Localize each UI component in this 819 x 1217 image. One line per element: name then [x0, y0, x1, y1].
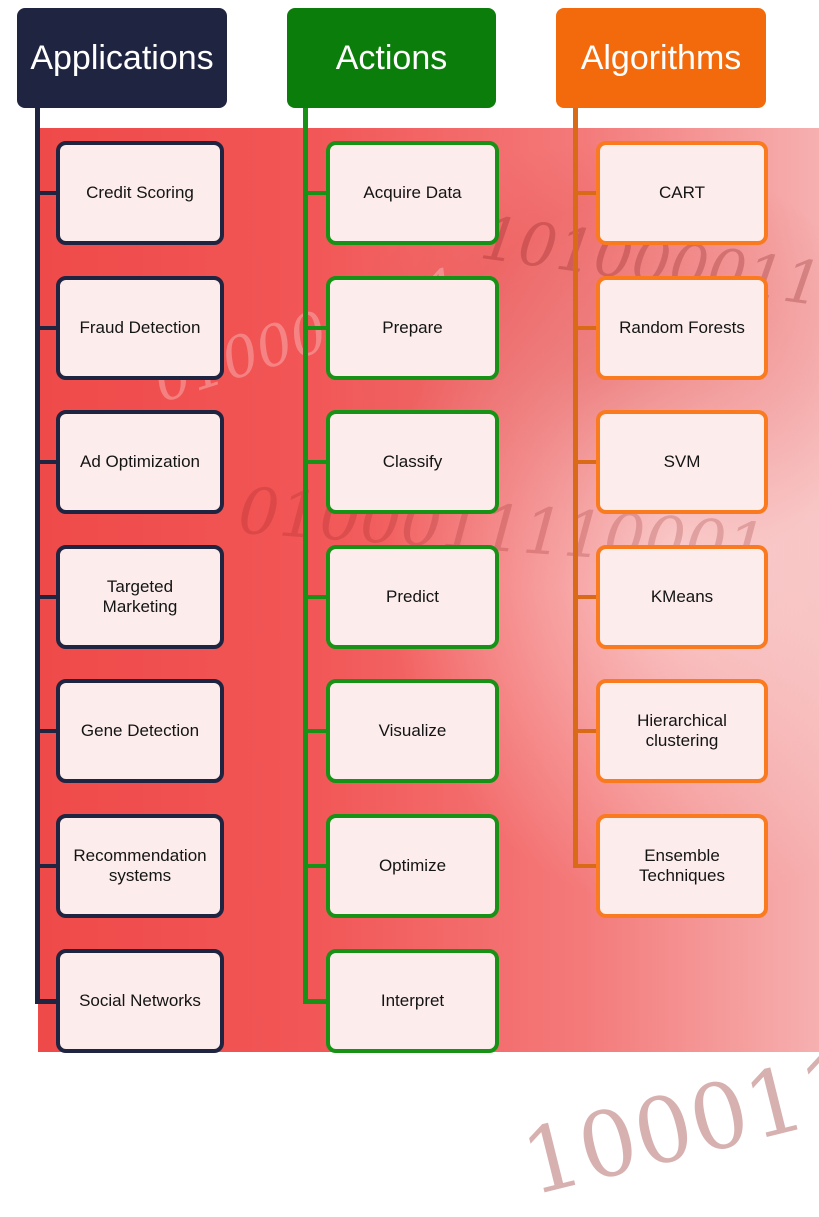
algorithms-node-label: SVM	[663, 452, 701, 471]
applications-branch-line	[38, 729, 58, 733]
algorithms-node-label: Random Forests	[619, 318, 745, 337]
algorithms-branch-line	[576, 460, 596, 464]
algorithms-header: Algorithms	[556, 8, 766, 108]
algorithms-node: KMeans	[596, 545, 768, 649]
actions-node-label: Interpret	[380, 991, 445, 1010]
applications-header: Applications	[17, 8, 227, 108]
actions-node: Classify	[326, 410, 499, 514]
algorithms-branch-line	[576, 864, 596, 868]
actions-branch-line	[306, 460, 326, 464]
algorithms-node-label: Ensemble Techniques	[638, 846, 725, 885]
applications-node-label: Ad Optimization	[80, 452, 200, 471]
actions-node: Optimize	[326, 814, 499, 918]
background-digits: 0001	[94, 1103, 280, 1205]
algorithms-connector-line	[573, 108, 578, 868]
algorithms-node-label: Hierarchical clustering	[637, 711, 727, 750]
algorithms-node-label: KMeans	[650, 587, 714, 606]
applications-node-label: Social Networks	[79, 991, 201, 1010]
applications-node: Credit Scoring	[56, 141, 224, 245]
actions-node: Acquire Data	[326, 141, 499, 245]
applications-branch-line	[38, 999, 58, 1003]
actions-node-label: Acquire Data	[363, 183, 462, 202]
actions-branch-line	[306, 326, 326, 330]
actions-branch-line	[306, 191, 326, 195]
actions-node: Visualize	[326, 679, 499, 783]
algorithms-node: Random Forests	[596, 276, 768, 380]
applications-node: Recommendation systems	[56, 814, 224, 918]
applications-branch-line	[38, 460, 58, 464]
actions-node-label: Predict	[386, 587, 439, 606]
actions-node: Predict	[326, 545, 499, 649]
algorithms-node: CART	[596, 141, 768, 245]
algorithms-node: Ensemble Techniques	[596, 814, 768, 918]
actions-node-label: Visualize	[378, 721, 447, 740]
applications-node-label: Credit Scoring	[86, 183, 194, 202]
applications-branch-line	[38, 191, 58, 195]
algorithms-node: SVM	[596, 410, 768, 514]
applications-node: Ad Optimization	[56, 410, 224, 514]
actions-node-label: Optimize	[378, 856, 447, 875]
applications-connector-line	[35, 108, 40, 1004]
algorithms-branch-line	[576, 729, 596, 733]
applications-node: Targeted Marketing	[56, 545, 224, 649]
actions-branch-line	[306, 729, 326, 733]
applications-node-label: Fraud Detection	[79, 318, 201, 337]
actions-node: Prepare	[326, 276, 499, 380]
actions-branch-line	[306, 864, 326, 868]
applications-node-label: Targeted Marketing	[102, 577, 178, 616]
algorithms-node: Hierarchical clustering	[596, 679, 768, 783]
actions-branch-line	[306, 999, 326, 1003]
algorithms-branch-line	[576, 595, 596, 599]
algorithms-branch-line	[576, 191, 596, 195]
actions-header: Actions	[287, 8, 496, 108]
algorithms-branch-line	[576, 326, 596, 330]
actions-connector-line	[303, 108, 308, 1004]
applications-node-label: Gene Detection	[80, 721, 200, 740]
diagram-canvas: 10100001110001100 010000111 010001111000…	[17, 8, 819, 1217]
applications-branch-line	[38, 326, 58, 330]
actions-branch-line	[306, 595, 326, 599]
applications-node-label: Recommendation systems	[73, 846, 207, 885]
actions-node-label: Classify	[382, 452, 443, 471]
applications-node: Fraud Detection	[56, 276, 224, 380]
actions-node-label: Prepare	[382, 318, 443, 337]
applications-node: Social Networks	[56, 949, 224, 1053]
applications-branch-line	[38, 864, 58, 868]
background-digits: 10001101	[512, 1004, 819, 1217]
algorithms-node-label: CART	[659, 183, 705, 202]
applications-branch-line	[38, 595, 58, 599]
actions-node: Interpret	[326, 949, 499, 1053]
applications-node: Gene Detection	[56, 679, 224, 783]
